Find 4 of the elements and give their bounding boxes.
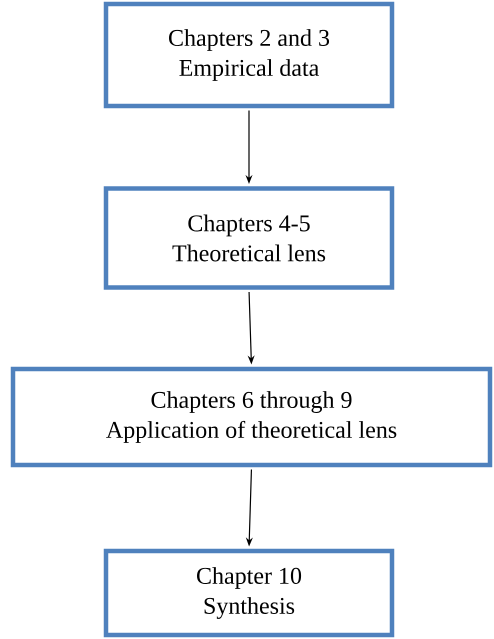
chapter-box: Chapters 2 and 3 Empirical data	[104, 2, 394, 108]
chapter-box: Chapters 6 through 9 Application of theoretical lens	[10, 366, 492, 468]
chapter-box: Chapter 10 Synthesis	[104, 548, 394, 638]
chapter-box: Chapters 4-5 Theoretical lens	[104, 186, 394, 290]
